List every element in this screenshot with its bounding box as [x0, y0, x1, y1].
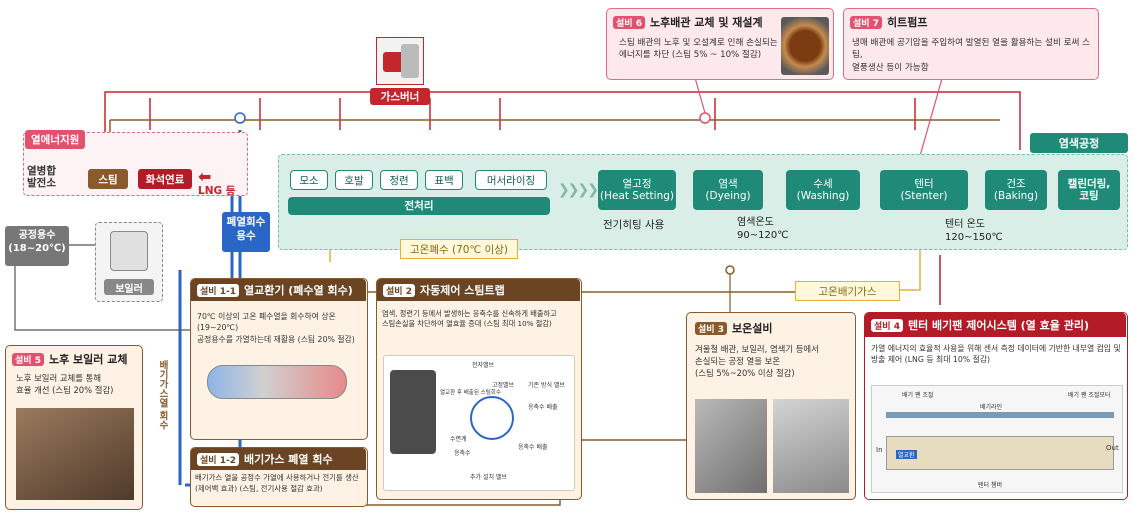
- equip-1-1-title: 열교환기 (폐수열 회수): [243, 284, 353, 297]
- equip-6-card: 설비 6 노후배관 교체 및 재설계 스팀 배관의 노후 및 오설계로 인해 손…: [606, 8, 834, 80]
- steam-trap-label-2: 열교환 후 배출된 스팀회수: [440, 390, 501, 396]
- equip-2-card: 설비 2 자동제어 스팀트랩 염색, 정련기 등에서 발생하는 응축수를 신속하…: [376, 278, 582, 500]
- heat-exchanger-icon: [207, 365, 347, 399]
- burner-icon: [376, 37, 424, 85]
- steam-trap-label-3: 기존 방식 밸브: [528, 382, 565, 389]
- equip-5-card: 설비 5 노후 보일러 교체 노후 보일러 교체를 통해 효율 개선 (스팀 2…: [5, 345, 143, 510]
- equip-6-header: 설비 6 노후배관 교체 및 재설계: [613, 14, 763, 30]
- equip-6-tag: 설비 6: [613, 15, 645, 29]
- steam-trap-label-4: 응축수 배출: [528, 404, 558, 411]
- equip-1-1-card: 설비 1-1 열교환기 (폐수열 회수) 70℃ 이상의 고온 폐수열을 회수하…: [190, 278, 368, 440]
- equip-1-1-tag: 설비 1-1: [197, 283, 239, 297]
- equip-1-2-desc: 배기가스 열을 공정수 가열에 사용하거나 전기를 생산 (제어백 효과) (스…: [195, 473, 359, 493]
- pre-step-mercerizing: 머서라이징: [475, 170, 547, 190]
- dyeing-process-title: 염색공정: [1030, 133, 1128, 153]
- chp-plant-label: 열병합 발전소: [27, 165, 56, 190]
- tenter-label-1: 배기라인: [980, 404, 1003, 411]
- equip-2-header: 설비 2 자동제어 스팀트랩: [377, 279, 580, 301]
- equip-1-2-title: 배기가스 폐열 회수: [243, 453, 333, 466]
- steam-trap-label-6: 응축수: [454, 450, 471, 457]
- hot-wastewater-box: 고온폐수 (70℃ 이상): [400, 239, 518, 259]
- equip-3-tag: 설비 3: [695, 321, 727, 335]
- steam-trap-label-7: 응축수 배출: [518, 444, 548, 451]
- pretreatment-box: 전처리: [288, 197, 550, 215]
- equip-7-card: 설비 7 히트펌프 냉매 배관에 공기압을 주입하여 발열된 열을 활용하는 설…: [843, 8, 1099, 80]
- equip-7-header: 설비 7 히트펌프: [850, 14, 927, 30]
- equip-7-tag: 설비 7: [850, 15, 882, 29]
- fossil-fuel-box: 화석연료: [138, 169, 192, 189]
- equip-7-title: 히트펌프: [886, 16, 928, 29]
- stenter-temp: 텐터 온도 120~150℃: [945, 219, 1003, 243]
- equip-1-1-desc: 70℃ 이상의 고온 폐수열을 회수하여 상온(19~20℃) 공정용수를 가열…: [197, 312, 355, 344]
- equip-6-title: 노후배관 교체 및 재설계: [649, 16, 763, 29]
- tenter-label-6: 열교환: [896, 450, 917, 459]
- boiler-label: 보일러: [104, 279, 154, 295]
- equip-5-header: 설비 5 노후 보일러 교체: [12, 351, 127, 367]
- process-water-box: 공정용수 (18~20℃): [5, 226, 69, 266]
- heat-setting-box: 열고정 (Heat Setting): [598, 170, 676, 210]
- equip-5-title: 노후 보일러 교체: [48, 353, 128, 366]
- equip-1-2-tag: 설비 1-2: [197, 452, 239, 466]
- dyeing-box: 염색 (Dyeing): [693, 170, 763, 210]
- tenter-label-2: 배기 팬 조절모터: [1068, 392, 1111, 399]
- steam-trap-label-1: 고정밸브: [492, 382, 515, 389]
- equip-4-tag: 설비 4: [871, 318, 903, 332]
- pre-step-moso: 모소: [290, 170, 328, 190]
- equip-7-desc: 냉매 배관에 공기압을 주입하여 발열된 열을 활용하는 설비 로써 스팀, 열…: [852, 38, 1091, 73]
- steam-trap-icon: 전자밸브 고정밸브 열교환 후 배출된 스팀회수 기존 방식 밸브 응축수 배출…: [383, 355, 575, 491]
- pre-step-desizing: 호발: [335, 170, 373, 190]
- dyeing-temp: 염색온도 90~120℃: [737, 217, 789, 241]
- energy-source-title: 열에너지원: [25, 130, 86, 149]
- tenter-label-5: 텐터 챔버: [978, 482, 1002, 489]
- steam-trap-label-0: 전자밸브: [472, 362, 495, 369]
- equip-3-card: 설비 3 보온설비 겨울철 배관, 보일러, 염색기 등에서 손실되는 공정 열…: [686, 312, 856, 500]
- equip-4-desc: 가열 에너지의 효율적 사용을 위해 센서 측정 데이터에 기반한 내부열 컴입…: [871, 344, 1121, 365]
- equip-4-header: 설비 4 텐터 배기팬 제어시스템 (열 효율 관리): [865, 313, 1126, 337]
- tenter-diagram: 배기 팬 조절 배기라인 배기 팬 조절모터 In Out 텐터 챔버 열교환: [871, 385, 1123, 493]
- steam-trap-label-5: 수면계: [450, 436, 467, 443]
- equip-4-card: 설비 4 텐터 배기팬 제어시스템 (열 효율 관리) 가열 에너지의 효율적 …: [864, 312, 1128, 500]
- insulation-photo-2: [773, 399, 849, 493]
- equip-3-title: 보온설비: [731, 322, 773, 335]
- boiler-icon: [110, 231, 148, 271]
- steam-trap-label-8: 추가 설치 밸브: [470, 474, 507, 481]
- gas-burner-label: 가스버너: [370, 88, 430, 105]
- chevrons-icon: ❯❯❯❯: [558, 182, 599, 198]
- equip-1-2-card: 설비 1-2 배기가스 폐열 회수 배기가스 열을 공정수 가열에 사용하거나 …: [190, 447, 368, 507]
- equip-5-tag: 설비 5: [12, 352, 44, 366]
- hot-exhaust-box: 고온배기가스: [795, 281, 900, 301]
- equip-6-desc: 스팀 배관의 노후 및 오설계로 인해 손실되는 에너지를 차단 (스팀 5% …: [619, 38, 778, 61]
- equip-2-title: 자동제어 스팀트랩: [419, 284, 505, 297]
- equip-2-tag: 설비 2: [383, 283, 415, 297]
- tenter-label-out: Out: [1106, 444, 1119, 452]
- lng-label: LNG 등: [198, 185, 236, 197]
- pipe-icon: [781, 17, 829, 75]
- waste-heat-water-box: 폐열회수 용수: [222, 212, 270, 252]
- equip-3-desc: 겨울철 배관, 보일러, 염색기 등에서 손실되는 공정 열을 보온 (스팀 5…: [695, 344, 819, 379]
- equip-1-1-header: 설비 1-1 열교환기 (폐수열 회수): [191, 279, 366, 301]
- tenter-label-0: 배기 팬 조절: [902, 392, 934, 399]
- washing-box: 수세 (Washing): [786, 170, 860, 210]
- arrow-left-icon: ⬅: [198, 167, 212, 186]
- boiler-panel: 보일러: [95, 222, 163, 302]
- equip-4-title: 텐터 배기팬 제어시스템 (열 효율 관리): [907, 319, 1089, 332]
- tenter-label-in: In: [876, 446, 883, 454]
- pre-step-scouring: 정련: [380, 170, 418, 190]
- pre-step-bleaching: 표백: [425, 170, 463, 190]
- boiler-photo: [16, 408, 134, 500]
- equip-2-desc: 염색, 정련기 등에서 발생하는 응축수를 신속하게 배출하고 스팀손실을 차단…: [382, 309, 557, 329]
- stenter-box: 텐터 (Stenter): [880, 170, 968, 210]
- equip-5-desc: 노후 보일러 교체를 통해 효율 개선 (스팀 20% 절감): [16, 373, 114, 396]
- heat-setting-note: 전기히팅 사용: [603, 219, 665, 231]
- finishing-box: 캘린더링, 코팅: [1058, 170, 1120, 210]
- baking-box: 건조 (Baking): [985, 170, 1047, 210]
- exhaust-recovery-label: 배기가스열 회수: [157, 360, 168, 430]
- equip-3-header: 설비 3 보온설비: [695, 320, 772, 336]
- equip-1-2-header: 설비 1-2 배기가스 폐열 회수: [191, 448, 366, 470]
- steam-box: 스팀: [88, 169, 128, 189]
- insulation-photo: [695, 399, 767, 493]
